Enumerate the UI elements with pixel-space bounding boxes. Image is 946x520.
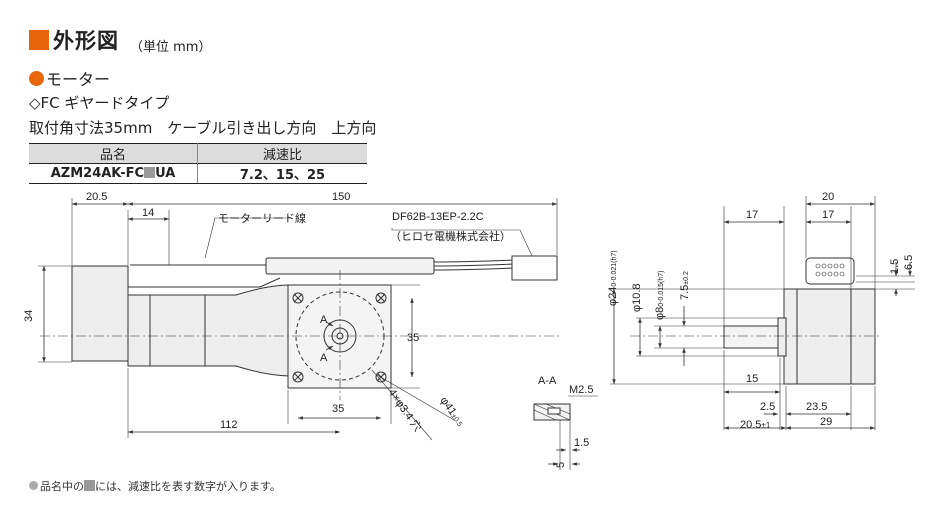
dim-7-5-label: 7.5±0.2 xyxy=(679,271,691,300)
unit-note: （単位 mm） xyxy=(130,40,212,55)
dim-1-5-section: 1.5 xyxy=(574,437,589,449)
side-body xyxy=(783,288,852,385)
dim-35-vertical: 35 xyxy=(407,332,419,344)
dim-20-5-top: 20.5 xyxy=(86,191,107,203)
title-square-icon xyxy=(29,30,49,50)
dim-17-shaft: 17 xyxy=(746,209,758,221)
section-title: モーター xyxy=(46,70,111,89)
dia-8-label: φ80-0.015(h7) xyxy=(654,271,666,320)
dia-24-label: φ240-0.021(h7) xyxy=(607,250,619,306)
cable-tube xyxy=(265,257,435,275)
dia-10-8-label: φ10.8 xyxy=(631,283,643,312)
dim-6-5: 6.5 xyxy=(903,255,915,270)
gear-head-flange xyxy=(287,284,392,389)
header-product: 品名 xyxy=(29,143,198,164)
footnote-before: 品名中の xyxy=(40,480,84,493)
dim-112: 112 xyxy=(220,419,238,431)
footnote-dot-icon xyxy=(29,481,38,490)
dim-29: 29 xyxy=(820,416,832,428)
arrow-a-lower: A xyxy=(320,352,328,364)
dim-2-5: 2.5 xyxy=(760,401,775,413)
dim-35-horizontal: 35 xyxy=(332,403,344,415)
dim-17-side: 17 xyxy=(822,209,834,221)
header-ratio: 減速比 xyxy=(197,143,367,164)
arrow-a-upper: A xyxy=(320,314,328,326)
product-prefix: AZM24AK-FC xyxy=(50,166,145,181)
product-name: AZM24AK-FC UA xyxy=(29,163,198,184)
mount-description: 取付角寸法35mm ケーブル引き出し方向 上方向 xyxy=(29,119,377,137)
dim-1-5-side: 1.5 xyxy=(889,259,901,274)
placeholder-box-icon xyxy=(144,167,156,178)
section-dot-icon xyxy=(29,71,44,86)
lead-wire-label: モーターリード線 xyxy=(218,211,306,225)
side-connector xyxy=(805,257,855,285)
dim-14: 14 xyxy=(142,207,154,219)
connector-part-label: DF62B-13EP-2.2C xyxy=(392,211,484,223)
dim-20-side: 20 xyxy=(822,191,834,203)
dim-5-section: 5 xyxy=(555,462,567,468)
dim-34: 34 xyxy=(23,310,35,322)
footnote: 品名中のには、減速比を表す数字が入ります。 xyxy=(29,478,281,494)
placeholder-box-icon xyxy=(84,480,95,491)
dim-m2-5: M2.5 xyxy=(569,384,593,396)
hole-label: 4×φ3.4 穴 xyxy=(386,386,426,434)
section-aa-label: A-A xyxy=(538,375,557,387)
dim-15: 15 xyxy=(746,373,758,385)
connector xyxy=(511,255,558,281)
type-label: ◇FC ギヤードタイプ xyxy=(29,94,170,112)
motor-rear-body xyxy=(71,265,129,362)
connector-maker-label: （ヒロセ電機株式会社） xyxy=(390,229,511,243)
product-suffix: UA xyxy=(155,166,176,181)
dia-41-label: φ41±0.5 xyxy=(438,395,467,429)
page-title: 外形図 xyxy=(53,29,119,53)
footnote-after: には、減速比を表す数字が入ります。 xyxy=(95,480,281,493)
motor-body xyxy=(127,284,291,377)
output-shaft xyxy=(723,325,781,349)
dim-20-5-pm: 20.5±1 xyxy=(740,419,771,431)
ratio-values: 7.2、15、25 xyxy=(197,163,367,184)
dim-23-5: 23.5 xyxy=(806,401,827,413)
dim-150: 150 xyxy=(332,191,350,203)
spec-table: 品名 減速比 AZM24AK-FC UA 7.2、15、25 xyxy=(29,143,367,184)
